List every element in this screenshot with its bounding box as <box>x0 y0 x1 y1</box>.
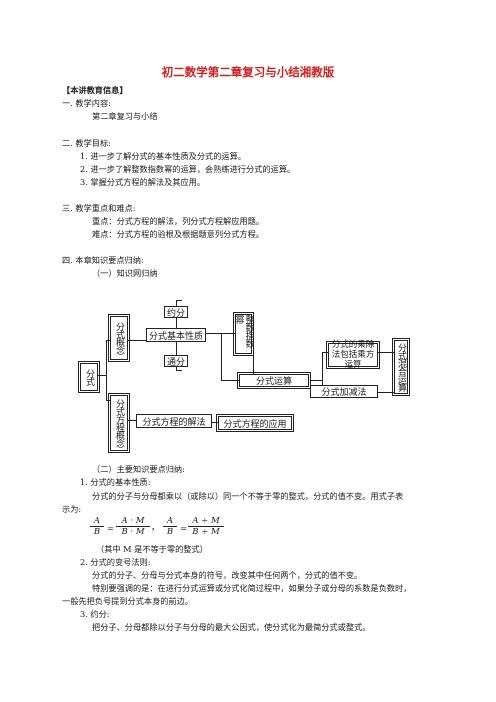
node-hunhe: 分式混合运算 <box>392 338 410 396</box>
objective-3: 3. 掌握分式方程的解法及其应用。 <box>80 177 206 187</box>
objective-1: 1. 进一步了解分式的基本性质及分式的运算。 <box>80 151 246 161</box>
formula-bd: B ÷ M <box>192 527 220 537</box>
section1-content: 第二章复习与小结 <box>92 111 158 121</box>
node-fangcheng-jiefa: 分式方程的解法 <box>136 414 212 428</box>
formula-comma: ， <box>151 523 160 533</box>
node-tongfen: 通分 <box>164 355 188 368</box>
formula-eq2: = <box>180 524 188 534</box>
node-yuefen: 约分 <box>164 306 188 319</box>
formula-ad: A ÷ M <box>188 516 224 527</box>
p1-note: （其中 M 是不等于零的整式） <box>96 544 208 554</box>
page-title: 初二数学第二章复习与小结湘教版 <box>161 65 335 79</box>
node-fenshi-gainian: 分式概念 <box>108 314 130 362</box>
section4-heading: 四. 本章知识要点归纳: <box>62 255 144 265</box>
p3-heading: 3. 约分: <box>80 609 110 619</box>
node-fangcheng-yingyong: 分式方程的应用 <box>216 414 294 432</box>
p1-text1: 分式的分子与分母都乘以（或除以）同一个不等于零的整式，分式的值不变。用式子表 <box>92 491 404 501</box>
p2-heading: 2. 分式的变号法则: <box>80 557 151 567</box>
p2-text3: 一般先把负号提到分式本身的前边。 <box>62 596 194 606</box>
key-points: 重点：分式方程的解法，列分式方程解应用题。 <box>92 216 264 226</box>
formula-eq1: = <box>107 524 115 534</box>
info-header: 【本讲教育信息】 <box>62 85 128 95</box>
node-chengchu: 分式的乘除法包括乘方运算 <box>326 340 380 370</box>
section1-heading: 一. 教学内容: <box>62 98 111 108</box>
formula-b2: B <box>166 527 174 537</box>
p3-text1: 把分子、分母都除以分子与分母的最大公因式，使分式化为最简分式或整式。 <box>92 622 371 632</box>
node-fenshi: 分式 <box>78 361 100 393</box>
formula-a2: A <box>163 516 177 527</box>
section3-heading: 三. 教学重点和难点: <box>62 203 136 213</box>
p2-text1: 分式的分子、分母与分式本身的符号，改变其中任何两个，分式的值不变。 <box>92 570 363 580</box>
node-yunsuan: 分式运算 <box>237 372 311 389</box>
knowledge-network-label: （一）知识网归纳 <box>92 268 158 278</box>
difficult-points: 难点：分式方程的验根及根据题意列分式方程。 <box>92 229 264 239</box>
node-jiajian: 分式加减法 <box>310 385 378 398</box>
main-points-label: （二）主要知识要点归纳: <box>92 464 185 474</box>
formula-a1: A <box>90 516 104 527</box>
p1-text2: 示为: <box>62 504 82 514</box>
objective-2: 2. 进一步了解整数指数幂的运算，会熟练进行分式的运算。 <box>80 164 296 174</box>
section2-heading: 二. 教学目标: <box>62 138 111 148</box>
formula-bm: B · M <box>121 527 145 537</box>
p2-text2: 特别要强调的是：在进行分式运算或分式化简过程中，如果分子或分母的系数是负数时， <box>92 583 412 593</box>
node-fangcheng-gainian: 分式方程概念 <box>108 393 130 453</box>
p1-heading: 1. 分式的基本性质: <box>80 477 151 487</box>
formula-am: A · M <box>116 516 150 527</box>
node-zhengshu-zhishu: 整数指数幂 <box>233 312 254 356</box>
node-jiben-xingzhi: 分式基本性质 <box>146 328 206 342</box>
formula-b1: B <box>93 527 101 537</box>
